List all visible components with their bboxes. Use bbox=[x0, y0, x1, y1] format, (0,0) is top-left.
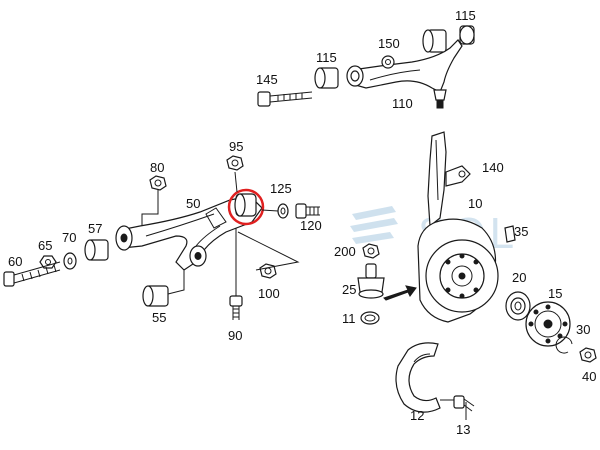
callout-10: 10 bbox=[468, 196, 482, 211]
callout-145: 145 bbox=[256, 72, 278, 87]
callout-200: 200 bbox=[334, 244, 356, 259]
callout-40: 40 bbox=[582, 369, 596, 384]
highlight-circle bbox=[227, 188, 265, 226]
callout-35: 35 bbox=[514, 224, 528, 239]
callout-110: 110 bbox=[392, 96, 413, 111]
callout-95: 95 bbox=[229, 139, 243, 154]
callout-100: 100 bbox=[258, 286, 280, 301]
callout-57: 57 bbox=[88, 221, 102, 236]
callout-120: 120 bbox=[300, 218, 322, 233]
callout-90: 90 bbox=[228, 328, 242, 343]
callout-20: 20 bbox=[512, 270, 526, 285]
upper-control-arm-group: 115 150 115 145 110 bbox=[256, 8, 476, 111]
callout-50: 50 bbox=[186, 196, 200, 211]
callout-115-left: 115 bbox=[316, 50, 337, 65]
callout-12: 12 bbox=[410, 408, 424, 423]
knuckle-hub-group: 140 10 35 200 25 11 20 15 30 40 12 13 bbox=[334, 131, 597, 437]
callout-115-top: 115 bbox=[455, 8, 476, 23]
callout-30: 30 bbox=[576, 322, 590, 337]
callout-13: 13 bbox=[456, 422, 470, 437]
callout-140: 140 bbox=[482, 160, 504, 175]
callout-125: 125 bbox=[270, 181, 292, 196]
callout-11: 11 bbox=[342, 311, 356, 326]
callout-15: 15 bbox=[548, 286, 562, 301]
callout-25: 25 bbox=[342, 282, 356, 297]
lower-control-arm-group: 95 80 125 50 120 57 65 70 60 100 55 90 bbox=[3, 139, 322, 343]
callout-80: 80 bbox=[150, 160, 164, 175]
callout-60: 60 bbox=[8, 254, 22, 269]
callout-65: 65 bbox=[38, 238, 52, 253]
callout-70: 70 bbox=[62, 230, 76, 245]
callout-55: 55 bbox=[152, 310, 166, 325]
callout-150: 150 bbox=[378, 36, 400, 51]
